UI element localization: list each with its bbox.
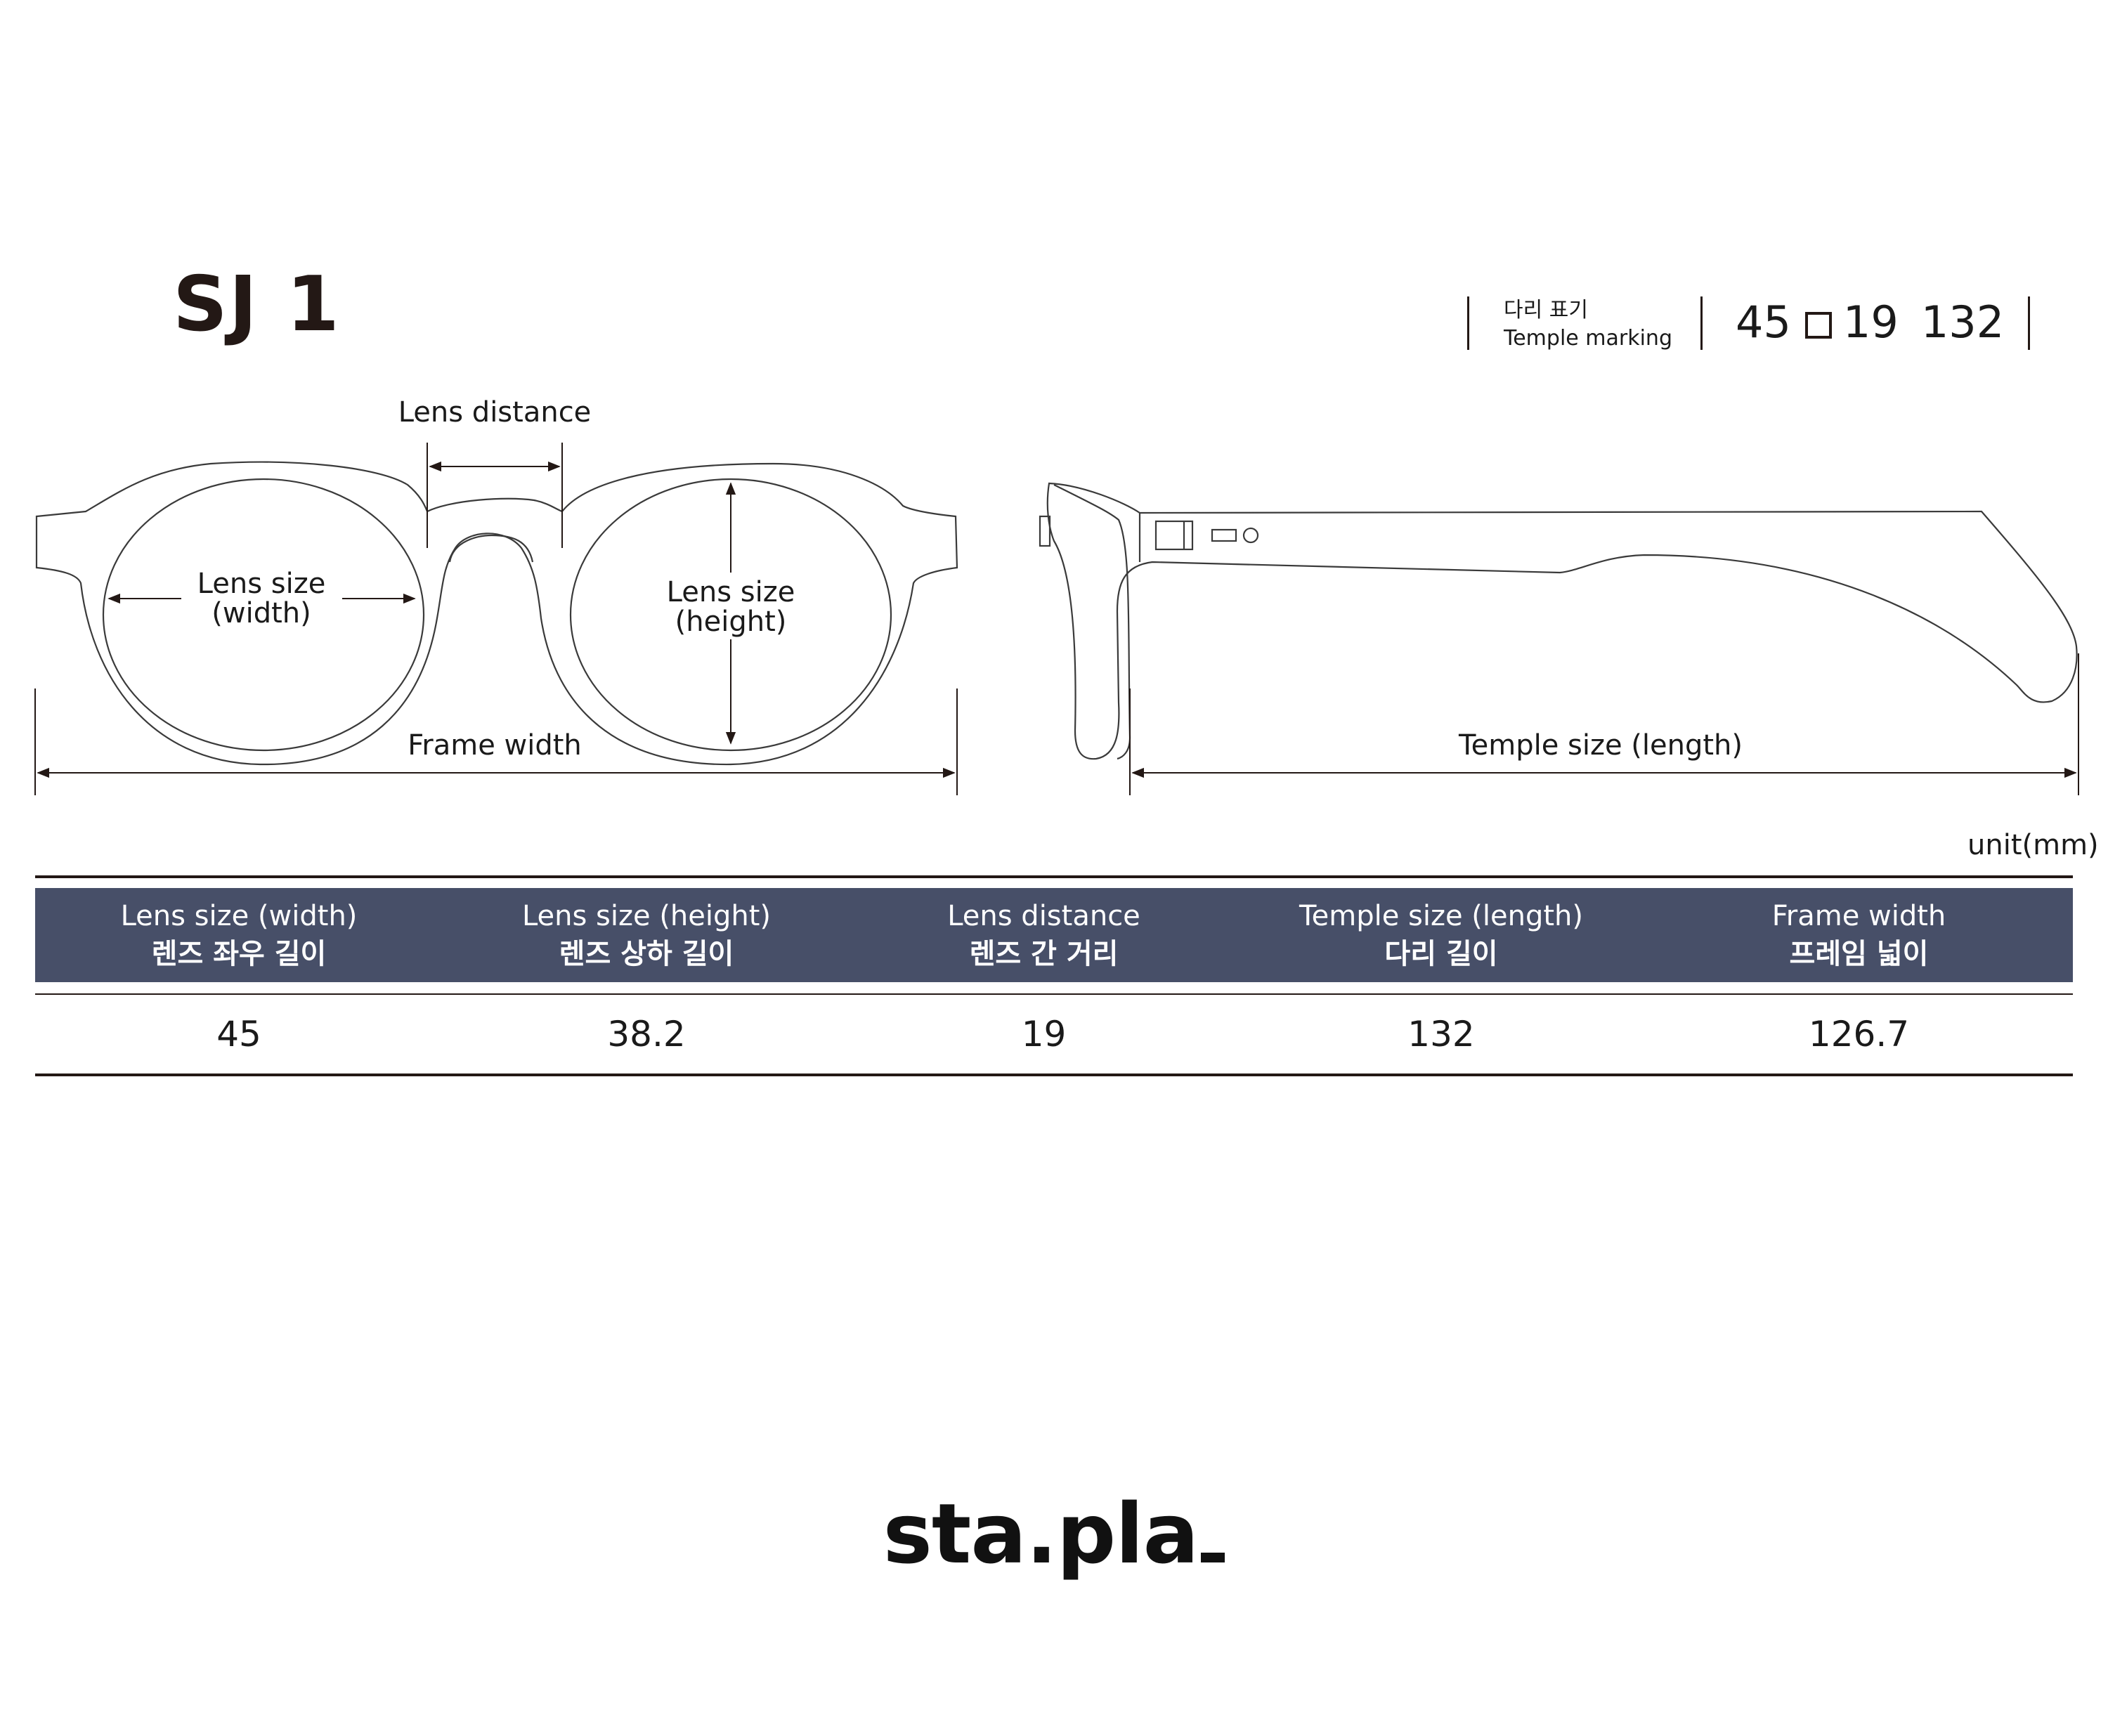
table-header-row: Lens size (width)렌즈 좌우 길이 Lens size (hei… [35, 888, 2073, 982]
unit-label: unit(mm) [1967, 829, 2099, 861]
value-frame-width: 126.7 [1645, 994, 2073, 1076]
table-row: 45 38.2 19 132 126.7 [35, 994, 2073, 1076]
spec-table: Lens size (width)렌즈 좌우 길이 Lens size (hei… [35, 875, 2073, 1076]
square-box-icon [1804, 312, 1832, 339]
label-temple-length: Temple size (length) [1458, 729, 1743, 762]
left-lens [102, 478, 425, 752]
label-lens-height-line1: Lens size [666, 576, 795, 608]
marking-lens: 45 [1736, 296, 1791, 348]
header-cell: Lens size (width)렌즈 좌우 길이 [35, 888, 443, 982]
label-lens-width-line2: (width) [212, 597, 311, 629]
label-lens-distance: Lens distance [398, 396, 592, 429]
temple-marking-label-ko: 다리 표기 [1504, 298, 1588, 322]
value-temple-length: 132 [1237, 994, 1645, 1076]
model-title: SJ 1 [173, 261, 341, 348]
divider [1467, 296, 1469, 350]
temple-side-outline [1046, 482, 2078, 760]
value-lens-width: 45 [35, 994, 443, 1076]
brand-name: sta.pla [883, 1485, 1199, 1582]
label-lens-width-line1: Lens size [197, 568, 326, 600]
label-lens-height-line2: (height) [675, 606, 787, 638]
brand-underscore [1201, 1553, 1225, 1562]
right-lens [569, 478, 892, 752]
marking-bridge: 19 [1842, 296, 1899, 348]
marking-temple: 132 [1920, 296, 2005, 348]
divider [2028, 296, 2030, 350]
header-cell: Temple size (length)다리 길이 [1237, 888, 1645, 982]
value-lens-distance: 19 [850, 994, 1237, 1076]
divider [1700, 296, 1703, 350]
brand-logo: sta.pla [0, 1485, 2108, 1582]
label-frame-width: Frame width [408, 729, 582, 762]
value-lens-height: 38.2 [443, 994, 850, 1076]
glasses-diagram [34, 443, 2079, 795]
header-cell: Lens size (height)렌즈 상하 길이 [443, 888, 850, 982]
temple-marking-label-en: Temple marking [1504, 326, 1672, 351]
